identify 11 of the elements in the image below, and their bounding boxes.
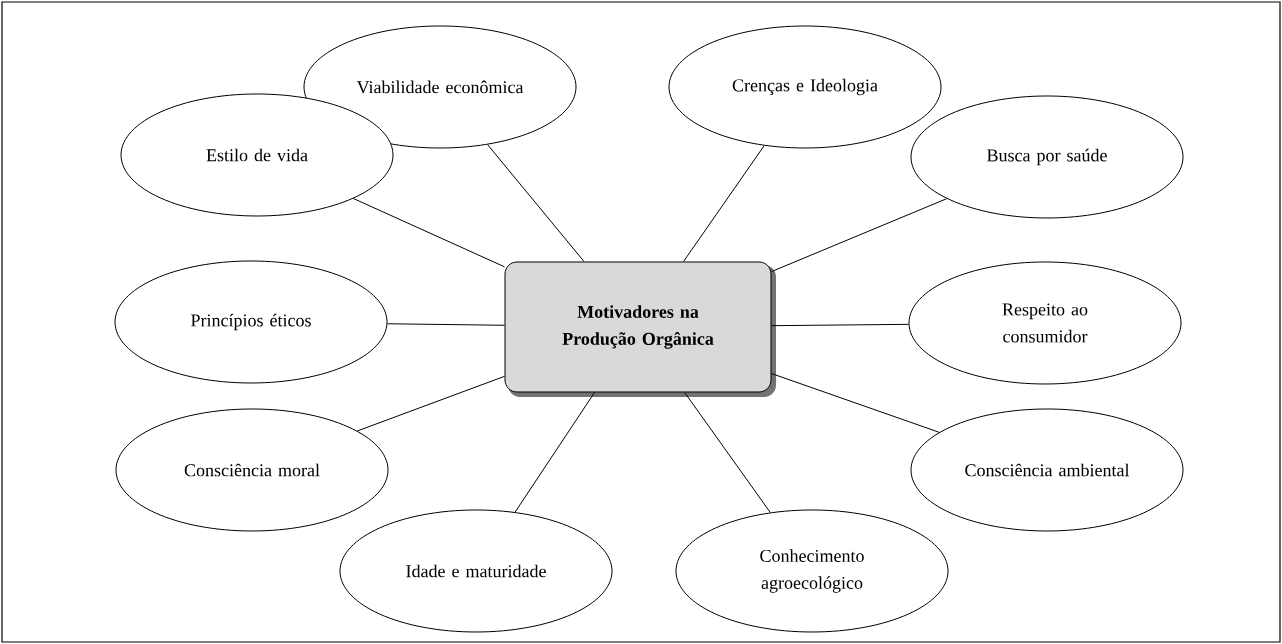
connector-line — [356, 375, 505, 432]
connector-line — [683, 145, 765, 262]
connector-line — [487, 144, 585, 262]
connector-line — [771, 198, 948, 273]
connector-line — [771, 323, 910, 327]
connector-line — [386, 323, 505, 326]
central-box: Motivadores na Produção Orgânica — [504, 261, 776, 397]
connector-line — [684, 392, 771, 513]
connector-line — [352, 198, 505, 268]
connector-line — [514, 392, 596, 513]
connector-line — [771, 373, 940, 433]
